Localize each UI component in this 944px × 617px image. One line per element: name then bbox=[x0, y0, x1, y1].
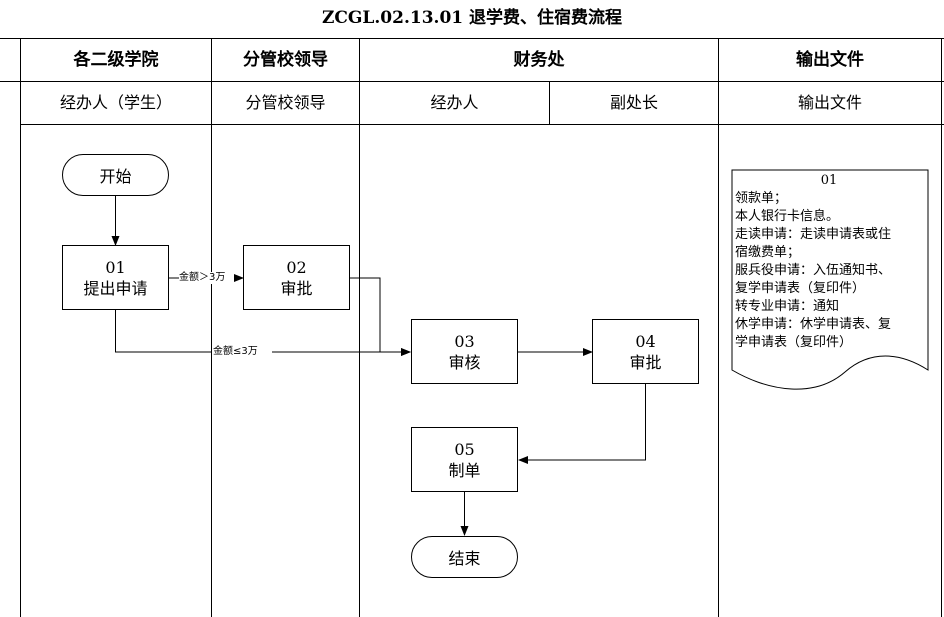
role-header-leader: 分管校领导 bbox=[245, 93, 326, 112]
document-line: 复学申请表（复印件） bbox=[735, 281, 866, 296]
condition-under-3w: 金额≤3万 bbox=[213, 346, 258, 358]
document-line: 转专业申请：通知 bbox=[735, 299, 840, 314]
node-02-id: 02 bbox=[286, 257, 307, 277]
role-header-handler-student: 经办人（学生） bbox=[59, 93, 172, 112]
process-node-01: 01 提出申请 bbox=[62, 245, 169, 310]
process-node-02: 02 审批 bbox=[243, 245, 350, 310]
document-line: 学申请表（复印件） bbox=[735, 335, 853, 350]
lane-header-dept: 各二级学院 bbox=[73, 50, 159, 70]
output-document-shape bbox=[731, 169, 929, 390]
condition-over-3w: 金额＞3万 bbox=[179, 272, 226, 284]
node-01-label: 提出申请 bbox=[83, 278, 148, 298]
page-title: ZCGL.02.13.01 退学费、住宿费流程 bbox=[321, 8, 623, 28]
document-line: 休学申请：休学申请表、复 bbox=[735, 317, 892, 332]
node-01-id: 01 bbox=[105, 257, 126, 277]
document-line: 宿缴费单； bbox=[735, 245, 801, 260]
process-node-04: 04 审批 bbox=[592, 319, 699, 384]
end-label: 结束 bbox=[448, 549, 481, 568]
document-id: 01 bbox=[820, 173, 838, 188]
start-label: 开始 bbox=[99, 167, 132, 186]
end-node: 结束 bbox=[411, 536, 518, 578]
lane-header-leader: 分管校领导 bbox=[243, 50, 328, 70]
document-line: 领款单； bbox=[735, 191, 788, 206]
node-04-id: 04 bbox=[635, 331, 656, 351]
document-line: 走读申请：走读申请表或住 bbox=[735, 227, 892, 242]
node-03-label: 审核 bbox=[448, 352, 481, 372]
document-line: 服兵役申请：入伍通知书、 bbox=[735, 263, 892, 278]
edge-01-03 bbox=[115, 310, 411, 352]
lane-header-finance: 财务处 bbox=[513, 50, 565, 70]
node-05-label: 制单 bbox=[448, 460, 481, 480]
start-node: 开始 bbox=[62, 154, 169, 196]
role-header-deputy: 副处长 bbox=[609, 93, 658, 112]
document-line: 本人银行卡信息。 bbox=[735, 209, 840, 224]
lane-header-output: 输出文件 bbox=[796, 50, 864, 70]
process-node-03: 03 审核 bbox=[411, 319, 518, 384]
node-02-label: 审批 bbox=[280, 278, 313, 298]
role-header-handler: 经办人 bbox=[430, 93, 479, 112]
node-03-id: 03 bbox=[454, 331, 475, 351]
table-grid bbox=[0, 38, 944, 617]
role-header-output: 输出文件 bbox=[797, 93, 862, 112]
process-node-05: 05 制单 bbox=[411, 427, 518, 492]
node-04-label: 审批 bbox=[629, 352, 662, 372]
node-05-id: 05 bbox=[454, 439, 475, 459]
edge-04-05 bbox=[518, 384, 646, 464]
